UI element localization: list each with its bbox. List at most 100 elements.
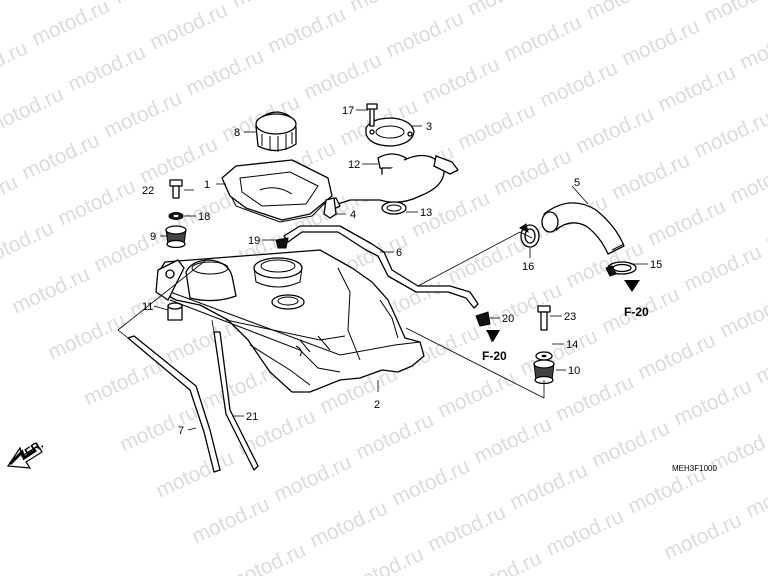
watermark-text: motod.ru <box>0 171 21 227</box>
collar-11 <box>167 302 183 321</box>
watermark-text: motod.ru <box>726 153 768 209</box>
callout-14: 14 <box>566 339 578 351</box>
watermark-text: motod.ru <box>490 145 575 201</box>
watermark-text: motod.ru <box>342 543 427 576</box>
diagram-code: MEH3F1000 <box>672 464 717 473</box>
watermark-text: motod.ru <box>8 263 93 319</box>
callout-5: 5 <box>574 177 580 189</box>
ref-label-f20-bottom[interactable]: F-20 <box>482 349 507 363</box>
watermark-text: motod.ru <box>506 459 591 515</box>
watermark-text: motod.ru <box>654 61 739 117</box>
watermark-text: motod.ru <box>500 11 585 67</box>
watermark-text: motod.ru <box>44 309 129 365</box>
callout-labels: 1 2 3 4 5 6 7 8 9 10 11 12 13 14 15 16 1… <box>142 105 662 437</box>
watermark-text: motod.ru <box>618 15 703 71</box>
watermark-text: motod.ru <box>100 87 185 143</box>
leader-lines <box>117 109 648 431</box>
watermark-text: motod.ru <box>264 3 349 59</box>
watermark-text: motod.ru <box>582 0 667 25</box>
watermark-text: motod.ru <box>572 103 657 159</box>
hose-5 <box>541 202 625 255</box>
clamp-15 <box>605 261 637 277</box>
watermark-text: motod.ru <box>28 0 113 51</box>
watermark-text: motod.ru <box>0 37 31 93</box>
watermark-text: motod.ru <box>588 417 673 473</box>
watermark-text: motod.ru <box>64 41 149 97</box>
watermark-text: motod.ru <box>110 0 195 9</box>
callout-20: 20 <box>502 313 514 325</box>
connector-4 <box>323 197 337 219</box>
callout-22: 22 <box>142 185 154 197</box>
watermark-text: motod.ru <box>188 493 273 549</box>
watermark-text: motod.ru <box>742 467 768 523</box>
watermark-text: motod.ru <box>80 355 165 411</box>
watermark-text: motod.ru <box>0 83 67 139</box>
watermark-text: motod.ru <box>644 195 729 251</box>
watermark-text: motod.ru <box>670 375 755 431</box>
watermark-text: motod.ru <box>444 233 529 289</box>
watermark-text: motod.ru <box>516 325 601 381</box>
watermark-text: motod.ru <box>434 367 519 423</box>
watermark-text: motod.ru <box>690 107 768 163</box>
watermark-text: motod.ru <box>0 0 77 5</box>
bolt-23 <box>537 305 551 331</box>
callout-2: 2 <box>374 399 380 411</box>
callout-9: 9 <box>150 231 156 243</box>
watermark-text: motod.ru <box>346 0 431 17</box>
watermark-text: motod.ru <box>382 7 467 63</box>
clip-20 <box>475 311 491 327</box>
watermark-text: motod.ru <box>716 287 768 343</box>
watermark-text: motod.ru <box>228 0 313 13</box>
watermark-text: motod.ru <box>660 509 745 565</box>
callout-21: 21 <box>246 411 258 423</box>
callout-1: 1 <box>204 179 210 191</box>
front-arrow-icon <box>6 445 43 469</box>
watermark-text: motod.ru <box>418 53 503 109</box>
watermark-text: motod.ru <box>270 451 355 507</box>
watermark-text: motod.ru <box>424 501 509 557</box>
seal-ring-13 <box>381 201 407 215</box>
callout-13: 13 <box>420 207 432 219</box>
watermark-text: motod.ru <box>736 19 768 75</box>
watermark-text: motod.ru <box>460 547 545 576</box>
callout-10: 10 <box>568 365 580 377</box>
clamp-16 <box>519 223 540 248</box>
watermark-text: motod.ru <box>464 0 549 21</box>
drain-tube-7 <box>127 335 221 473</box>
rubber-9 <box>165 225 187 249</box>
rubber-10 <box>533 359 555 385</box>
callout-4: 4 <box>350 209 356 221</box>
watermark-text: motod.ru <box>146 0 231 55</box>
callout-8: 8 <box>234 127 240 139</box>
watermark-text: motod.ru <box>224 539 309 576</box>
watermark-text: motod.ru <box>388 455 473 511</box>
watermark-text: motod.ru <box>480 279 565 335</box>
callout-16: 16 <box>522 261 534 273</box>
watermark-text: motod.ru <box>752 333 768 389</box>
watermark-text: motod.ru <box>634 329 719 385</box>
bolt-22 <box>169 179 183 199</box>
callout-12: 12 <box>348 159 360 171</box>
callout-7: 7 <box>178 425 184 437</box>
watermark-text: motod.ru <box>608 149 693 205</box>
callout-23: 23 <box>564 311 576 323</box>
watermark-text: motod.ru <box>18 129 103 185</box>
watermark-text: motod.ru <box>536 57 621 113</box>
callout-6: 6 <box>396 247 402 259</box>
ref-label-f20-right[interactable]: F-20 <box>624 305 649 319</box>
fuel-cap <box>255 111 297 152</box>
watermark-text: motod.ru <box>470 413 555 469</box>
watermark-text: motod.ru <box>352 409 437 465</box>
callout-11: 11 <box>142 301 153 313</box>
f20-arrow-right-icon <box>624 280 640 292</box>
breather-tube <box>283 225 479 309</box>
watermark-text: motod.ru <box>300 49 385 105</box>
callout-15: 15 <box>650 259 662 271</box>
f20-arrow-bottom-icon <box>486 330 500 342</box>
watermark-text: motod.ru <box>542 505 627 561</box>
fuel-tank-tray <box>221 159 333 223</box>
watermark-text: motod.ru <box>762 199 768 255</box>
watermark-text: motod.ru <box>552 371 637 427</box>
